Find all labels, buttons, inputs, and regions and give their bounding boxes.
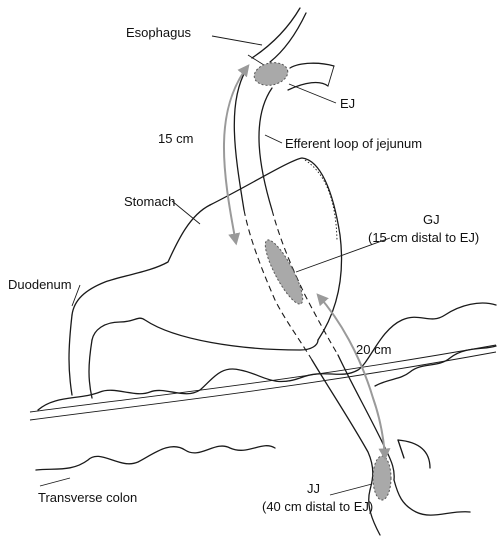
leader-ej: [289, 84, 336, 103]
leader-efferent-loop: [265, 135, 282, 143]
label-efferent-loop: Efferent loop of jejunum: [285, 136, 422, 151]
jj-anastomosis: [373, 456, 391, 500]
label-jj-line2: (40 cm distal to EJ): [262, 499, 373, 514]
gj-anastomosis: [259, 236, 309, 308]
ej-anastomosis: [252, 60, 290, 89]
label-jj-line1: JJ: [307, 481, 320, 496]
duodenum-shape: [69, 315, 92, 398]
label-duodenum: Duodenum: [8, 277, 72, 292]
leader-stomach: [172, 201, 200, 224]
label-gj-line2: (15 cm distal to EJ): [368, 230, 479, 245]
label-stomach: Stomach: [124, 194, 175, 209]
label-ej: EJ: [340, 96, 355, 111]
label-gj-line1: GJ: [423, 212, 440, 227]
efferent-loop-shape: [234, 63, 470, 535]
esophagus-shape: [248, 8, 306, 72]
leader-transverse-colon: [40, 478, 70, 486]
label-transverse-colon: Transverse colon: [38, 490, 137, 505]
leader-jj: [330, 484, 372, 495]
label-esophagus: Esophagus: [126, 25, 192, 40]
label-distance-gj-jj: 20 cm: [356, 342, 391, 357]
label-distance-ej-gj: 15 cm: [158, 131, 193, 146]
stomach-shape: [72, 158, 342, 350]
leader-esophagus: [212, 36, 262, 45]
